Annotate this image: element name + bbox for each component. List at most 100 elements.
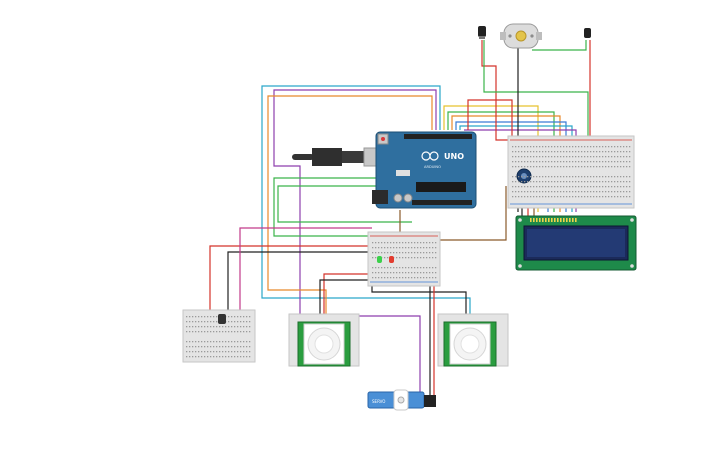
breadboard-hole (629, 151, 631, 153)
wire-green-loop2[interactable] (277, 185, 420, 223)
breadboard-hole (578, 156, 580, 158)
breadboard-hole (611, 156, 613, 158)
wire-teal-loop[interactable] (261, 85, 471, 330)
breadboard-hole (210, 331, 212, 333)
breadboard-hole (521, 191, 523, 193)
breadboard-hole (599, 196, 601, 198)
breadboard-hole (587, 186, 589, 188)
breadboard-hole (381, 277, 383, 279)
breadboard-hole (614, 186, 616, 188)
breadboard-hole (222, 351, 224, 353)
breadboard-hole (426, 242, 428, 244)
breadboard-hole (426, 277, 428, 279)
breadboard-hole (611, 181, 613, 183)
wire-green-loop[interactable] (273, 177, 425, 237)
breadboard-hole (563, 161, 565, 163)
breadboard-hole (626, 186, 628, 188)
breadboard-right[interactable] (507, 135, 635, 209)
breadboard-hole (417, 272, 419, 274)
breadboard-hole (384, 267, 386, 269)
breadboard-hole (384, 272, 386, 274)
breadboard-hole (602, 186, 604, 188)
breadboard-hole (195, 351, 197, 353)
breadboard-hole (572, 146, 574, 148)
dc-motor[interactable] (500, 23, 542, 49)
breadboard-hole (617, 151, 619, 153)
breadboard-hole (608, 181, 610, 183)
red-led[interactable] (389, 256, 394, 263)
breadboard-hole (560, 156, 562, 158)
lcd-pin (539, 218, 541, 222)
breadboard-hole (204, 356, 206, 358)
wire-red-top[interactable] (467, 99, 513, 140)
wire-red-sensor1[interactable] (481, 40, 520, 141)
breadboard-hole (611, 196, 613, 198)
breadboard-hole (572, 161, 574, 163)
breadboard-hole (435, 242, 437, 244)
temp-sensor-left-board[interactable] (218, 314, 226, 324)
breadboard-hole (189, 326, 191, 328)
breadboard-hole (572, 186, 574, 188)
breadboard-hole (572, 156, 574, 158)
breadboard-hole (614, 196, 616, 198)
wire-brown-loop[interactable] (399, 186, 507, 241)
breadboard-hole (542, 176, 544, 178)
breadboard-hole (189, 346, 191, 348)
breadboard-left[interactable] (182, 309, 256, 363)
pir-sensor-left[interactable] (288, 313, 360, 367)
breadboard-hole (608, 186, 610, 188)
breadboard-hole (423, 257, 425, 259)
pir-sensor-right[interactable] (437, 313, 509, 367)
breadboard-hole (572, 166, 574, 168)
breadboard-hole (584, 166, 586, 168)
wire-orange-loop[interactable] (267, 95, 433, 318)
breadboard-hole (198, 341, 200, 343)
servo-motor[interactable]: SERVO (367, 389, 436, 411)
breadboard-hole (198, 316, 200, 318)
breadboard-hole (405, 267, 407, 269)
breadboard-hole (396, 252, 398, 254)
breadboard-hole (216, 356, 218, 358)
temp-sensor-right[interactable] (584, 28, 591, 38)
breadboard-hole (575, 146, 577, 148)
temp-sensor-left[interactable] (478, 26, 486, 39)
wire-purple-loop[interactable] (273, 89, 437, 400)
green-led[interactable] (377, 256, 382, 263)
breadboard-middle[interactable] (367, 231, 441, 287)
breadboard-hole (527, 166, 529, 168)
wire-green-sensor2[interactable] (532, 40, 587, 51)
breadboard-hole (599, 176, 601, 178)
wire-green-sensor1[interactable] (483, 40, 589, 140)
wire-black-left[interactable] (227, 251, 372, 320)
breadboard-hole (584, 191, 586, 193)
breadboard-hole (584, 176, 586, 178)
arduino-uno-board[interactable]: UNO ARDUINO (292, 131, 477, 209)
breadboard-hole (222, 341, 224, 343)
breadboard-hole (375, 252, 377, 254)
breadboard-hole (237, 356, 239, 358)
breadboard-hole (527, 156, 529, 158)
breadboard-hole (186, 346, 188, 348)
breadboard-hole (399, 252, 401, 254)
breadboard-hole (548, 151, 550, 153)
breadboard-hole (551, 166, 553, 168)
breadboard-hole (530, 161, 532, 163)
breadboard-hole (405, 247, 407, 249)
breadboard-hole (524, 146, 526, 148)
breadboard-hole (572, 151, 574, 153)
breadboard-hole (542, 191, 544, 193)
breadboard-hole (536, 191, 538, 193)
breadboard-hole (201, 326, 203, 328)
breadboard-hole (551, 156, 553, 158)
breadboard-hole (626, 181, 628, 183)
breadboard-hole (402, 252, 404, 254)
lcd-display[interactable] (515, 215, 637, 271)
breadboard-hole (629, 156, 631, 158)
breadboard-hole (623, 151, 625, 153)
breadboard-hole (216, 351, 218, 353)
breadboard-hole (536, 176, 538, 178)
breadboard-hole (231, 356, 233, 358)
breadboard-hole (551, 186, 553, 188)
breadboard-hole (527, 176, 529, 178)
